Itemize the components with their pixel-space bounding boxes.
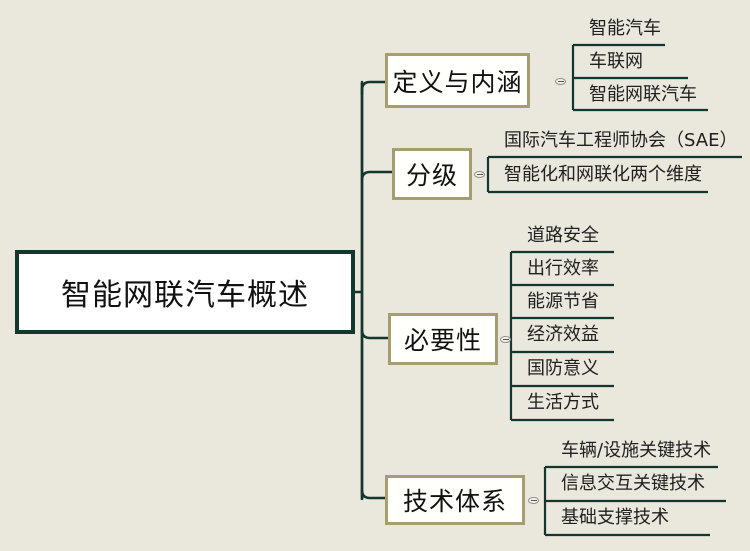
branch-node-2[interactable]: 分级 bbox=[392, 148, 472, 200]
leaf-item[interactable]: 国防意义 bbox=[511, 352, 599, 386]
branch-node-1-label: 定义与内涵 bbox=[392, 67, 523, 97]
leaf-label: 基础支撑技术 bbox=[561, 507, 669, 528]
leaf-label: 国防意义 bbox=[527, 358, 599, 379]
branch-node-3-label: 必要性 bbox=[403, 326, 482, 355]
leaf-item[interactable]: 车辆/设施关键技术 bbox=[545, 434, 711, 467]
branch-node-3[interactable]: 必要性 bbox=[388, 313, 498, 365]
leaf-item[interactable]: 智能网联汽车 bbox=[573, 78, 697, 111]
leaf-label: 生活方式 bbox=[527, 392, 599, 413]
connector-dot-3 bbox=[500, 336, 511, 343]
leaf-label: 能源节省 bbox=[527, 290, 599, 312]
leaf-group-4: 车辆/设施关键技术 信息交互关键技术 基础支撑技术 bbox=[545, 434, 711, 535]
connector-dot-1 bbox=[555, 78, 566, 85]
leaf-label: 智能网联汽车 bbox=[589, 83, 697, 105]
leaf-group-3: 道路安全 出行效率 能源节省 经济效益 国防意义 生活方式 bbox=[511, 219, 599, 420]
leaf-label: 智能汽车 bbox=[589, 17, 661, 39]
leaf-label: 车联网 bbox=[589, 50, 643, 72]
leaf-item[interactable]: 能源节省 bbox=[511, 285, 599, 318]
branch-node-1[interactable]: 定义与内涵 bbox=[385, 53, 530, 108]
leaf-label: 经济效益 bbox=[527, 324, 599, 345]
branch-node-4-label: 技术体系 bbox=[402, 487, 507, 516]
branch-node-4[interactable]: 技术体系 bbox=[385, 475, 525, 525]
connector-dot-2 bbox=[474, 171, 485, 178]
leaf-group-2: 国际汽车工程师协会（SAE） 智能化和网联化两个维度 bbox=[488, 124, 737, 192]
leaf-item[interactable]: 信息交互关键技术 bbox=[545, 467, 711, 501]
leaf-label: 国际汽车工程师协会（SAE） bbox=[504, 129, 738, 151]
leaf-item[interactable]: 车联网 bbox=[573, 45, 697, 78]
branch-node-2-label: 分级 bbox=[405, 161, 458, 190]
leaf-item[interactable]: 道路安全 bbox=[511, 219, 599, 252]
connector-dot-4 bbox=[528, 497, 539, 504]
leaf-item[interactable]: 出行效率 bbox=[511, 252, 599, 285]
leaf-label: 车辆/设施关键技术 bbox=[561, 439, 712, 461]
leaf-item[interactable]: 国际汽车工程师协会（SAE） bbox=[488, 124, 737, 157]
root-node[interactable]: 智能网联汽车概述 bbox=[15, 250, 355, 334]
root-node-label: 智能网联汽车概述 bbox=[61, 278, 309, 313]
leaf-label: 出行效率 bbox=[527, 257, 599, 279]
leaf-item[interactable]: 智能化和网联化两个维度 bbox=[488, 157, 737, 192]
leaf-label: 智能化和网联化两个维度 bbox=[504, 163, 702, 185]
leaf-item[interactable]: 生活方式 bbox=[511, 386, 599, 420]
leaf-item[interactable]: 经济效益 bbox=[511, 318, 599, 352]
leaf-group-1: 智能汽车 车联网 智能网联汽车 bbox=[573, 12, 697, 111]
leaf-label: 道路安全 bbox=[527, 224, 599, 246]
leaf-item[interactable]: 智能汽车 bbox=[573, 12, 697, 45]
leaf-item[interactable]: 基础支撑技术 bbox=[545, 501, 711, 535]
leaf-label: 信息交互关键技术 bbox=[561, 473, 705, 494]
